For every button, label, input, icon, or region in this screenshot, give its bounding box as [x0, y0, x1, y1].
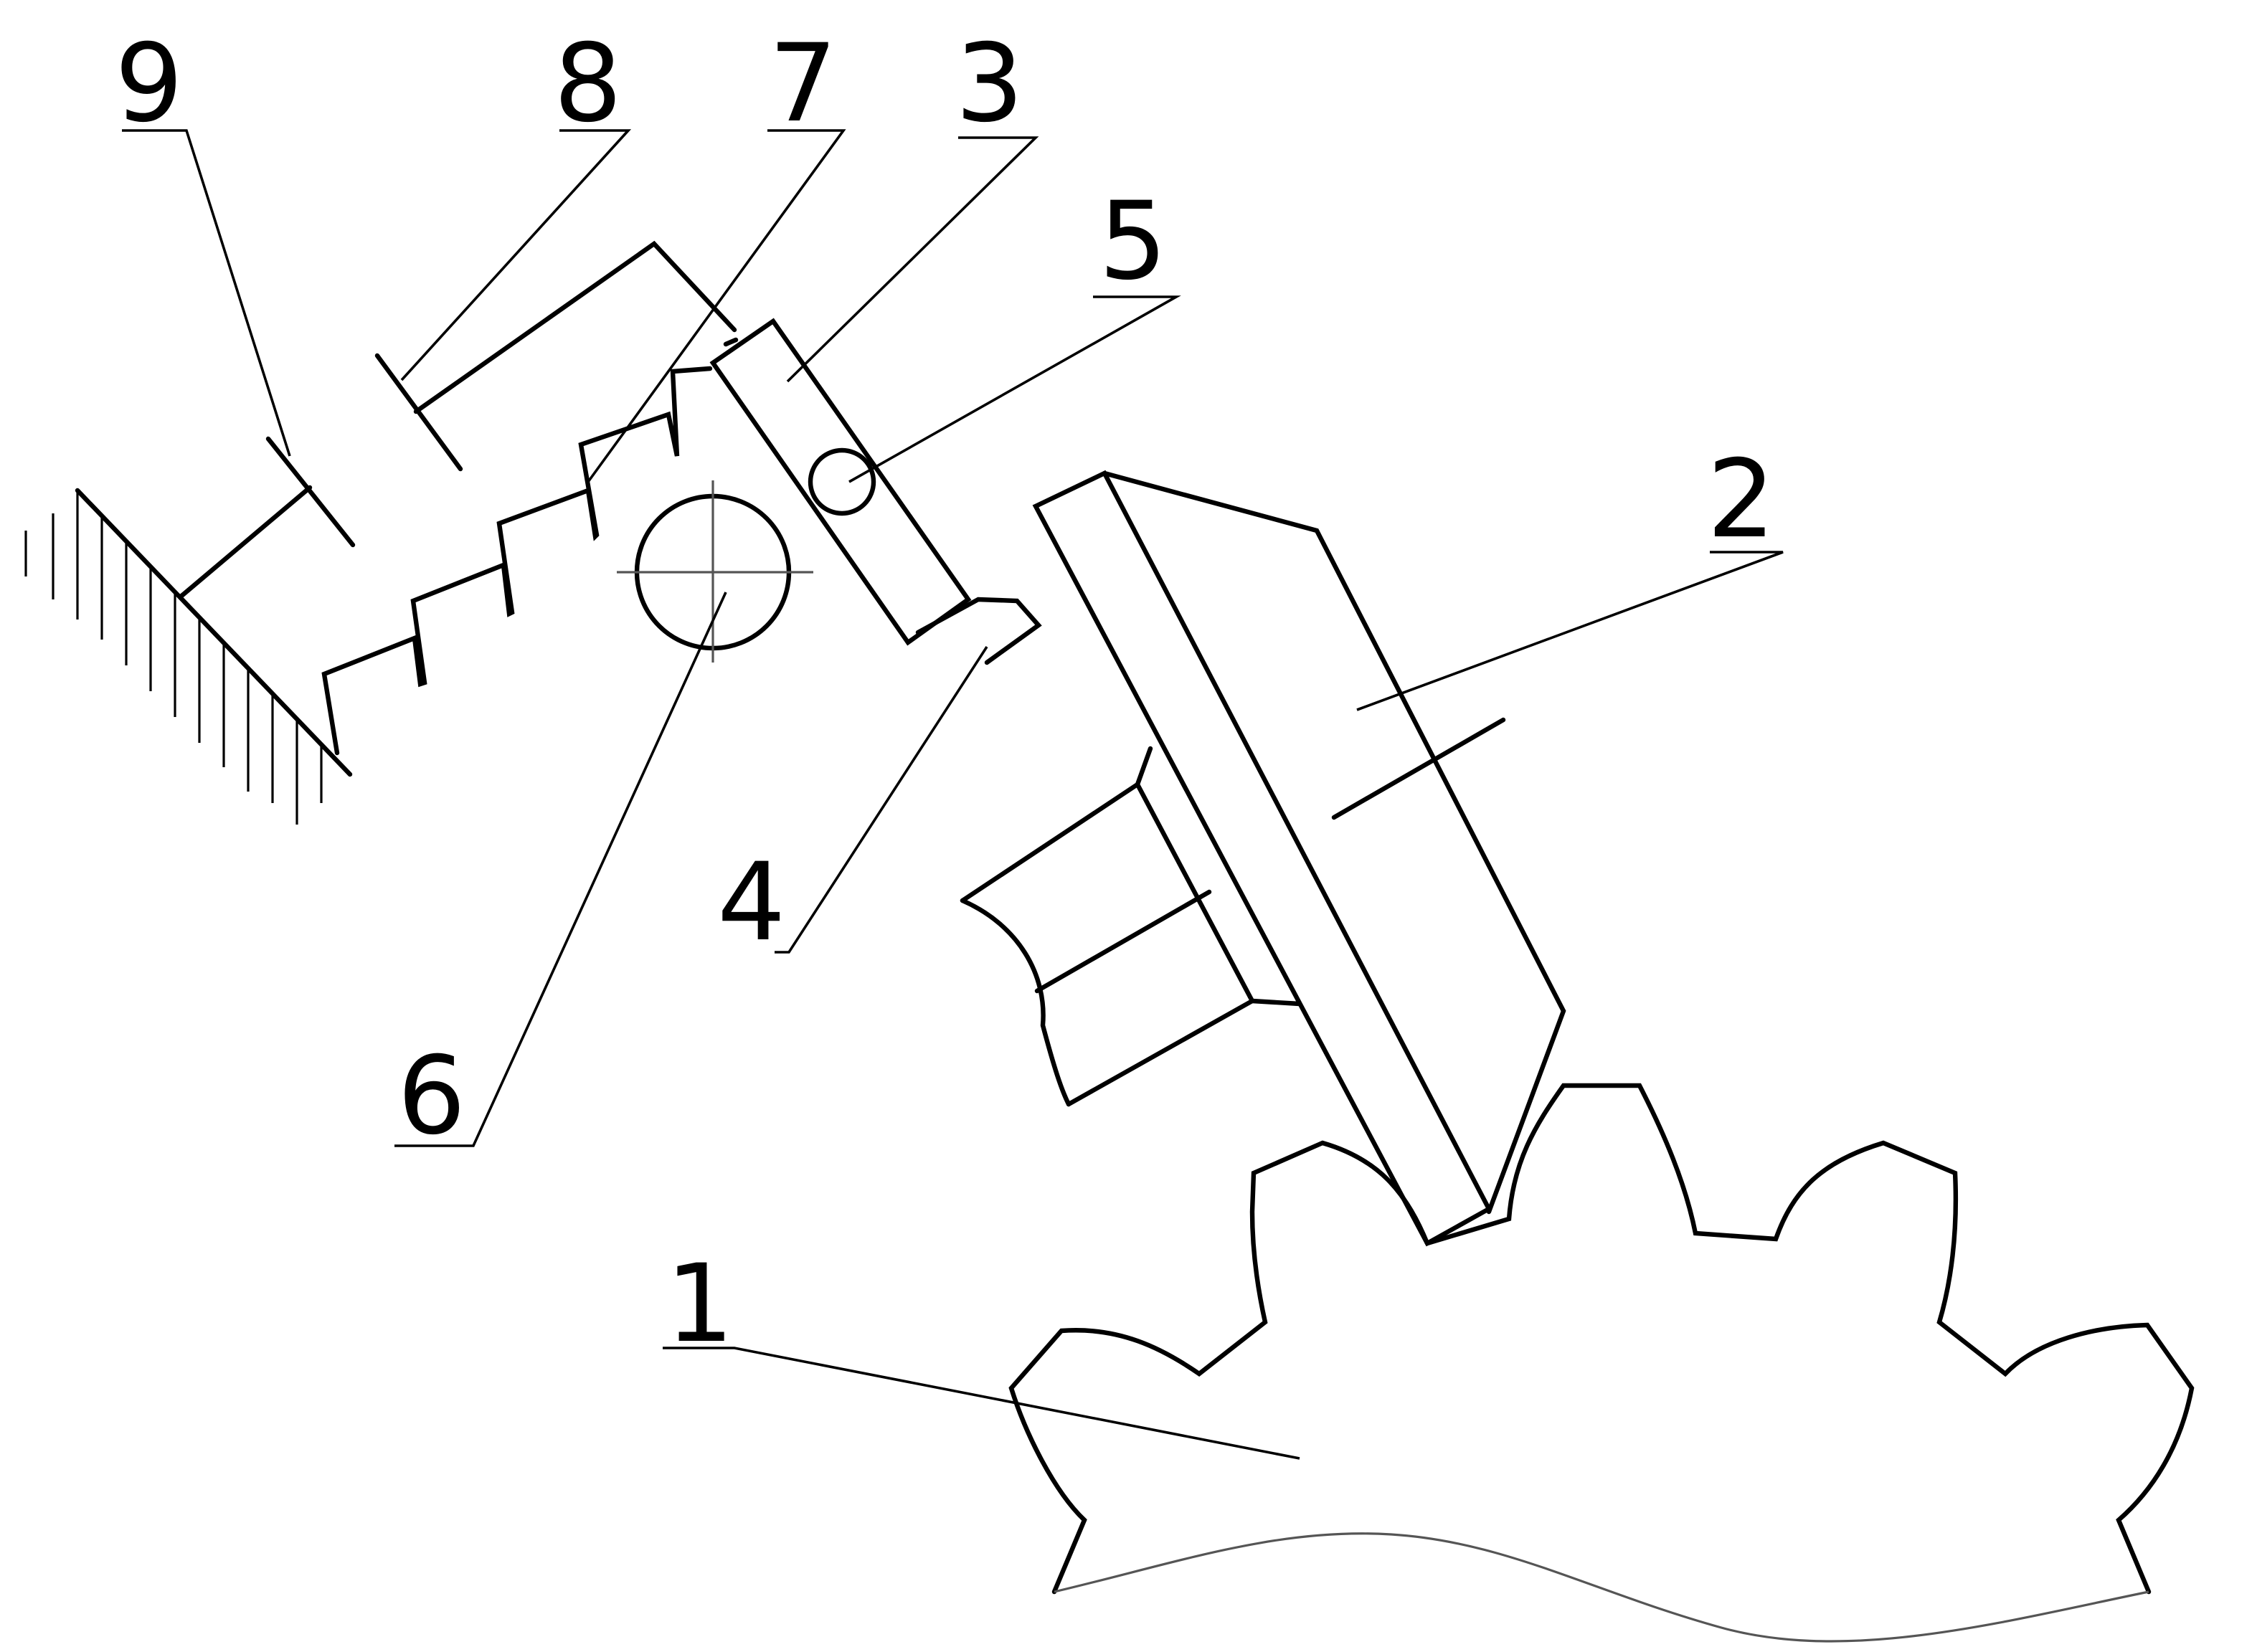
pivot — [617, 480, 813, 663]
lever-tip — [915, 597, 1042, 665]
label-6: 6 — [397, 1034, 465, 1159]
label-1: 1 — [666, 1242, 734, 1367]
base-hatching — [24, 490, 323, 825]
label-4: 4 — [717, 840, 785, 965]
gear — [1008, 1083, 2195, 1643]
label-5: 5 — [1099, 179, 1167, 304]
fixed-base — [24, 436, 356, 825]
label-9: 9 — [115, 22, 183, 146]
label-3: 3 — [955, 22, 1023, 146]
pin — [808, 447, 876, 516]
label-2: 2 — [1707, 437, 1775, 562]
label-7: 7 — [769, 22, 837, 146]
leader-lines — [122, 129, 1784, 1460]
spring — [321, 366, 713, 756]
cutter — [960, 470, 1566, 1247]
lever — [709, 318, 1042, 665]
label-8: 8 — [554, 22, 622, 146]
part-labels: 9 8 7 3 5 2 4 6 1 — [115, 22, 1775, 1367]
link-arm — [374, 240, 737, 472]
